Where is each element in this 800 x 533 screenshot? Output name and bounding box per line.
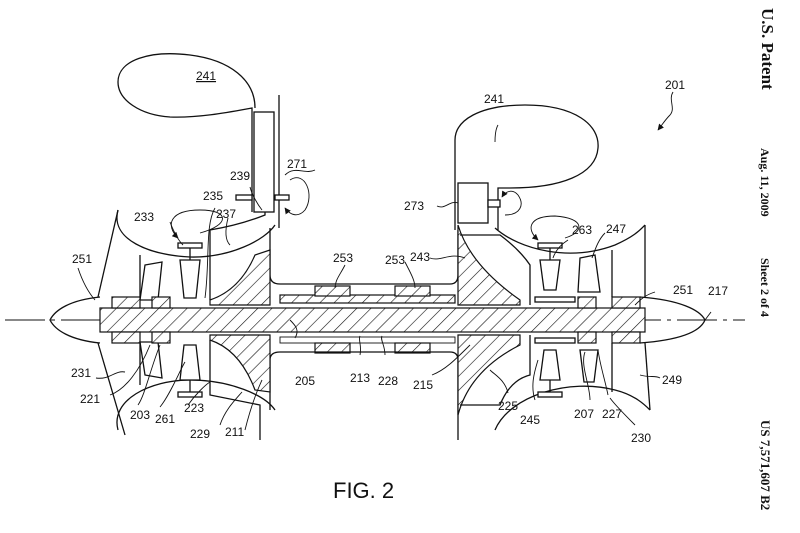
sleeve-upper [279,294,456,304]
label-211: 211 [225,425,244,439]
bearing-pad-239-right [274,194,290,201]
turbine-casing-231-lower [97,342,126,436]
bearing-253-lower-left [314,342,351,354]
label-228: 228 [378,374,398,388]
adjustable-vane-245 [539,349,561,381]
label-239: 239 [230,169,250,183]
compressor-wheel-215-lower [457,334,521,416]
main-shaft-205 [99,307,646,333]
bearing-pad-239-left [235,194,253,201]
right-shroud-upper [494,224,646,254]
right-motor-241 [454,104,599,230]
left-hub-block2-upper [151,296,171,309]
label-261: 261 [155,412,175,426]
left-nose-cone [49,296,101,344]
compressor-wheel-211-lower [209,334,271,393]
label-205: 205 [295,374,315,388]
left-hub-block-upper [111,296,141,309]
assembly-arrow-201 [657,91,674,131]
vane-245-stem-plate [537,391,563,398]
left-hub-block-lower [111,331,141,344]
compressor-housing-lower [460,335,531,406]
turbine-vane-247 [577,254,601,293]
bearing-253-upper-left [314,285,351,297]
label-271: 271 [287,157,307,171]
stator-plate-lower [534,337,576,344]
adjustable-vane-261 [179,344,201,381]
rotation-arrow-273 [501,190,522,216]
compressor-wheel-211-upper [209,249,271,306]
label-241-left: 241 [196,69,216,83]
right-shroud-lower [494,385,651,431]
label-243: 243 [410,250,430,264]
label-235: 235 [203,189,223,203]
patent-header-title: U.S. Patent [758,8,777,90]
sleeve-lower [279,336,456,344]
label-227: 227 [602,407,622,421]
rotation-arrow-263 [530,215,580,241]
generator-273-pad [487,199,501,208]
label-207: 207 [574,407,594,421]
label-249: 249 [662,373,682,387]
label-203: 203 [130,408,150,422]
rotation-arrow-271 [284,177,310,216]
generator-273 [457,182,489,224]
bearing-253-lower-right [394,342,431,354]
right-hub-block-lower [577,331,597,344]
label-251-left: 251 [72,252,92,266]
label-215: 215 [413,378,433,392]
turbine-vane-221-upper [139,261,163,301]
figure-caption: FIG. 2 [333,478,395,503]
bearing-housing-lower [269,351,459,440]
label-273: 273 [404,199,424,213]
label-253-left: 253 [333,251,353,265]
rotation-arrow-233 [170,209,223,239]
adjustable-vane-233 [179,259,201,299]
label-231: 231 [71,366,91,380]
compressor-wheel-243-upper [457,224,521,306]
label-217: 217 [708,284,728,298]
label-223: 223 [184,401,204,415]
label-241-right: 241 [484,92,504,106]
label-233: 233 [134,210,154,224]
vane-263-stem-plate [537,242,563,249]
label-253-right: 253 [385,253,405,267]
label-247: 247 [606,222,626,236]
label-230: 230 [631,431,651,445]
turbine-casing-231-upper [97,209,119,298]
patent-number: US 7,571,607 B2 [758,420,773,511]
label-225: 225 [498,399,518,413]
leader-lines [77,124,712,431]
left-motor-241 [117,53,256,212]
sheet-number: Sheet 2 of 4 [758,258,772,317]
generator-271 [253,111,275,213]
label-251-right: 251 [673,283,693,297]
right-hub-block-upper [577,296,597,309]
label-263: 263 [572,223,592,237]
label-201: 201 [665,78,685,92]
right-hub-block2-lower [611,331,641,344]
compressor-housing-225 [460,234,531,305]
label-237: 237 [216,207,236,221]
bearing-253-upper-right [394,285,431,297]
patent-date: Aug. 11, 2009 [758,148,772,217]
adjustable-vane-263 [539,259,561,291]
label-229: 229 [190,427,210,441]
label-221: 221 [80,392,100,406]
left-hub-block2-lower [151,331,171,344]
label-213: 213 [350,371,370,385]
right-hub-block2-upper [611,296,641,309]
label-245: 245 [520,413,540,427]
turbine-vane-207 [579,349,599,383]
stator-plate-upper [534,296,576,303]
